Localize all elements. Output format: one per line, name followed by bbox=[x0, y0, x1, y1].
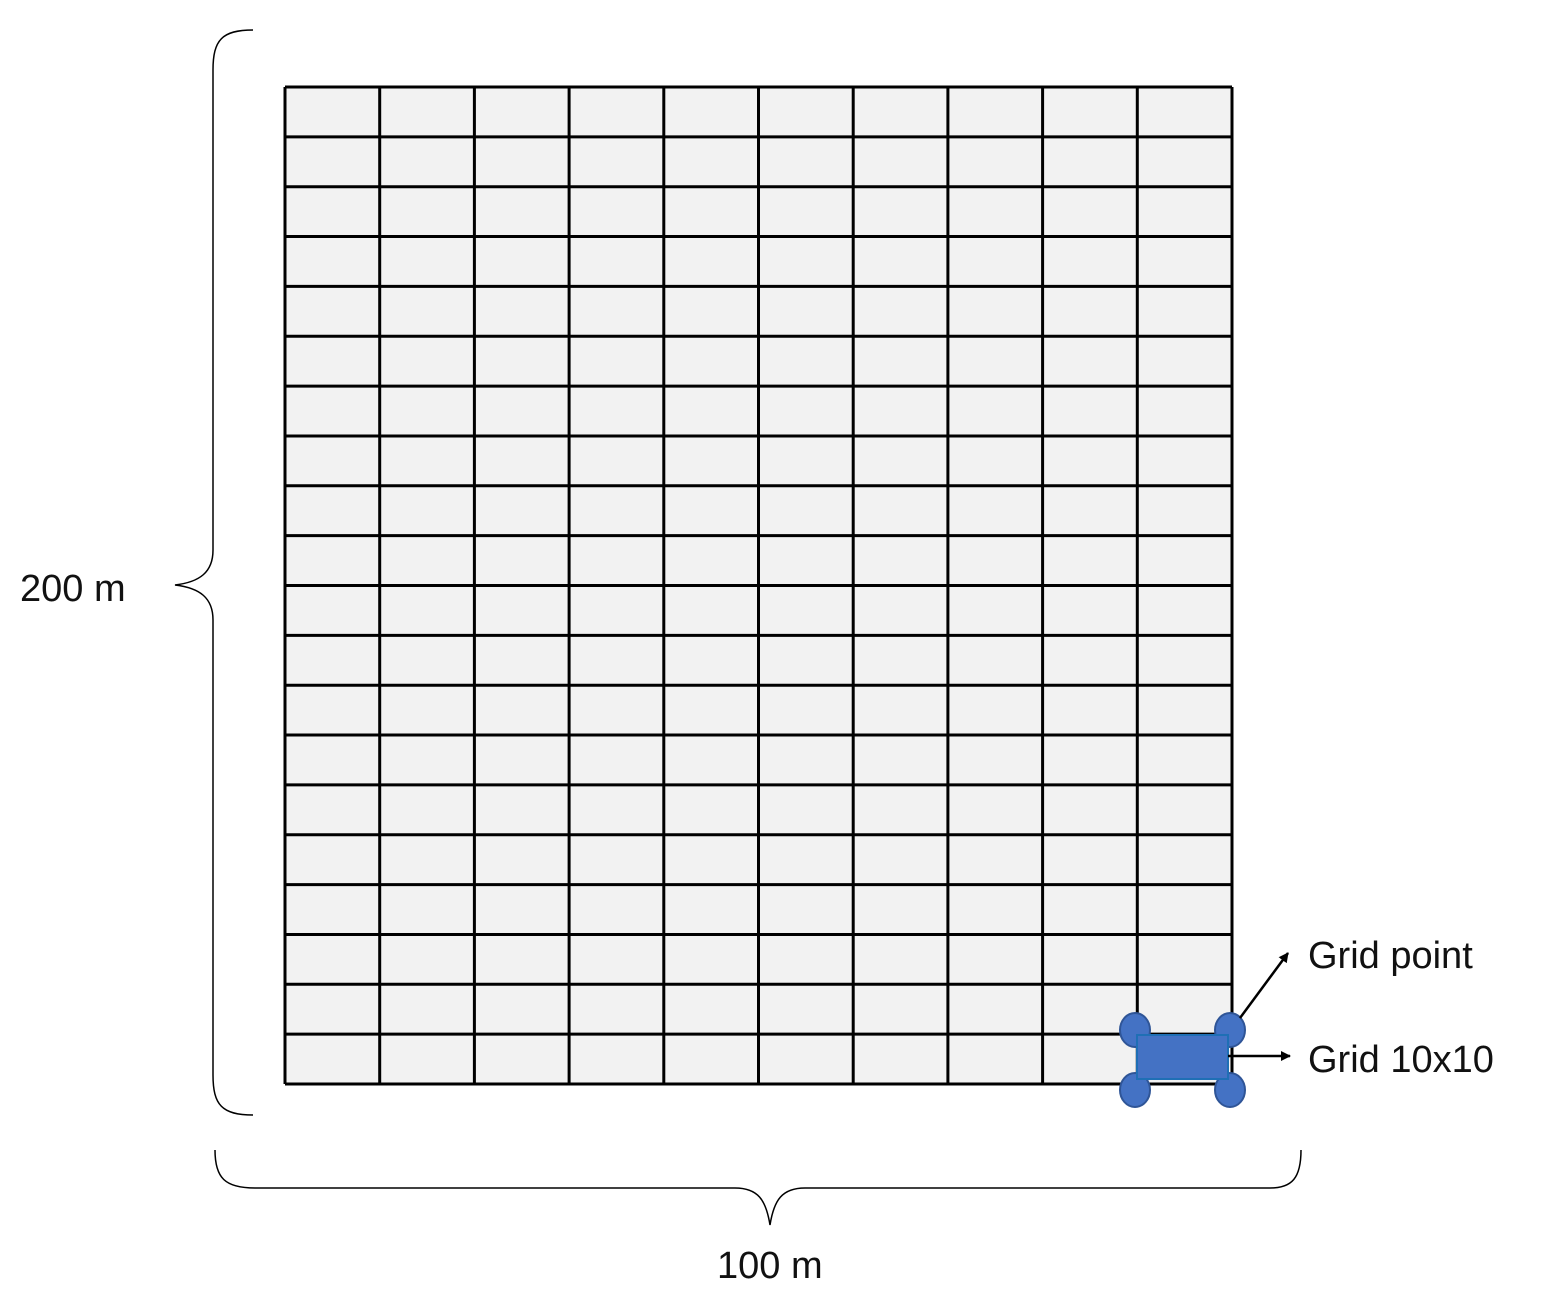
grid-area bbox=[283, 85, 1234, 1086]
grid-point-arrow bbox=[1238, 952, 1290, 1019]
grid-point-label: Grid point bbox=[1308, 935, 1473, 977]
height-brace bbox=[174, 29, 254, 1116]
grid-cell-label: Grid 10x10 bbox=[1308, 1039, 1494, 1081]
width-label: 100 m bbox=[717, 1245, 823, 1287]
highlighted-cell-rect bbox=[1136, 1034, 1229, 1080]
grid-point-bottom-left bbox=[1119, 1072, 1151, 1108]
width-brace bbox=[214, 1149, 1302, 1226]
height-label: 200 m bbox=[20, 568, 126, 610]
grid-point-bottom-right bbox=[1214, 1072, 1246, 1108]
